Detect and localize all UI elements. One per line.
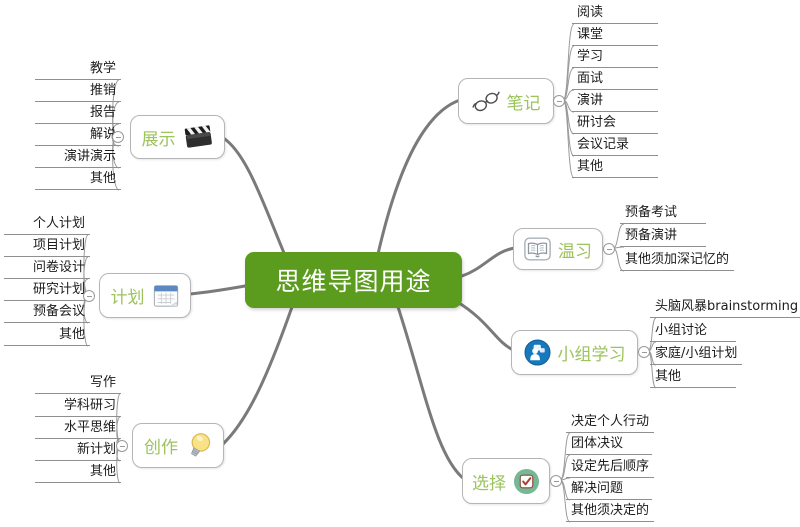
child-topic[interactable]: 演讲演示 [35, 147, 121, 168]
branch-label: 小组学习 [557, 345, 626, 365]
collapse-toggle-notes[interactable] [553, 95, 565, 107]
calendar-icon [152, 283, 180, 309]
child-topic[interactable]: 会议记录 [572, 135, 658, 156]
child-topic[interactable]: 家庭/小组计划 [650, 344, 743, 365]
child-topic[interactable]: 预备会议 [4, 302, 90, 323]
collapse-toggle-review[interactable] [603, 243, 615, 255]
child-topic[interactable]: 学习 [572, 47, 658, 68]
child-topic[interactable]: 学科研习 [35, 396, 121, 417]
child-topic[interactable]: 预备考试 [620, 203, 706, 224]
checkbox-icon [513, 468, 540, 495]
child-topic[interactable]: 决定个人行动 [566, 412, 655, 433]
branch-group-study[interactable]: 小组学习 [511, 330, 638, 375]
branch-notes[interactable]: 笔记 [458, 78, 554, 124]
child-topic[interactable]: 教学 [35, 59, 121, 80]
child-topic[interactable]: 其他 [35, 462, 121, 483]
branch-presentation[interactable]: 展示 [130, 115, 225, 159]
collapse-toggle-creation[interactable] [116, 440, 128, 452]
child-topic[interactable]: 解决问题 [566, 479, 652, 500]
child-topic[interactable]: 其他 [650, 367, 736, 388]
minus-icon [115, 136, 121, 138]
minus-icon [556, 100, 562, 102]
child-topic[interactable]: 其他须决定的 [566, 501, 655, 522]
child-topic[interactable]: 其他 [572, 157, 658, 178]
child-topic[interactable]: 其他 [4, 325, 90, 346]
branch-choice[interactable]: 选择 [462, 458, 550, 504]
child-topic[interactable]: 推销 [35, 81, 121, 102]
group-icon [523, 339, 551, 366]
child-topic[interactable]: 阅读 [572, 3, 658, 24]
child-topic[interactable]: 团体决议 [566, 434, 652, 455]
book-icon [524, 237, 551, 261]
child-topic[interactable]: 研究计划 [4, 280, 90, 301]
branch-label: 温习 [558, 241, 592, 262]
branch-review[interactable]: 温习 [513, 228, 603, 270]
child-topic[interactable]: 课堂 [572, 25, 658, 46]
child-topic[interactable]: 个人计划 [4, 214, 90, 235]
minus-icon [553, 480, 559, 482]
child-topic[interactable]: 新计划 [35, 440, 121, 461]
minus-icon [86, 295, 92, 297]
collapse-toggle-planning[interactable] [83, 290, 95, 302]
collapse-toggle-choice[interactable] [550, 475, 562, 487]
child-topic[interactable]: 其他 [35, 169, 121, 190]
child-topic[interactable]: 问卷设计 [4, 258, 90, 279]
child-topic[interactable]: 研讨会 [572, 113, 658, 134]
child-topic[interactable]: 解说 [35, 125, 121, 146]
lightbulb-icon [185, 431, 212, 460]
collapse-toggle-presentation[interactable] [112, 131, 124, 143]
central-topic[interactable]: 思维导图用途 [245, 252, 462, 308]
child-topic[interactable]: 头脑风暴brainstorming [650, 297, 800, 318]
child-topic[interactable]: 演讲 [572, 91, 658, 112]
child-topic[interactable]: 报告 [35, 103, 121, 124]
child-topic[interactable]: 面试 [572, 69, 658, 90]
child-topic[interactable]: 水平思维 [35, 418, 121, 439]
branch-planning[interactable]: 计划 [99, 273, 191, 318]
minus-icon [119, 445, 125, 447]
branch-label: 创作 [144, 438, 178, 458]
branch-creation[interactable]: 创作 [132, 423, 224, 468]
branch-label: 笔记 [506, 93, 541, 114]
collapse-toggle-group-study[interactable] [638, 346, 650, 358]
branch-label: 选择 [472, 473, 506, 494]
child-topic[interactable]: 其他须加深记忆的 [620, 250, 735, 271]
child-topic[interactable]: 写作 [35, 373, 121, 394]
child-topic[interactable]: 预备演讲 [620, 226, 706, 247]
branch-label: 计划 [110, 288, 145, 308]
child-topic[interactable]: 项目计划 [4, 236, 90, 257]
clapperboard-icon [183, 124, 214, 151]
branch-label: 展示 [141, 129, 176, 150]
minus-icon [606, 248, 612, 250]
minus-icon [641, 351, 647, 353]
glasses-icon [471, 89, 500, 114]
child-topic[interactable]: 设定先后顺序 [566, 457, 655, 478]
child-topic[interactable]: 小组讨论 [650, 321, 736, 342]
